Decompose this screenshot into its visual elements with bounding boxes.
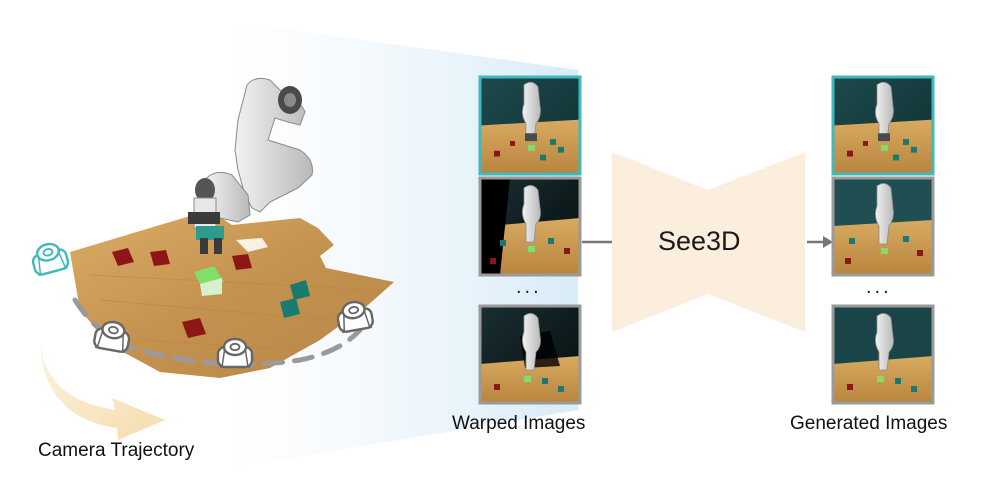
output-arrow-head bbox=[823, 236, 833, 248]
generated-images-label: Generated Images bbox=[790, 413, 948, 434]
generated-images-column bbox=[831, 75, 935, 405]
warped-image-2 bbox=[478, 176, 582, 277]
generated-image-3 bbox=[831, 304, 935, 405]
see3d-model-shape bbox=[612, 152, 805, 332]
warped-ellipsis: ... bbox=[516, 276, 542, 298]
warped-images-column bbox=[478, 75, 582, 405]
table-cubes bbox=[112, 248, 310, 338]
generated-image-2 bbox=[831, 176, 935, 277]
warped-images-label: Warped Images bbox=[452, 413, 586, 434]
warped-image-3 bbox=[478, 304, 582, 405]
warped-image-1 bbox=[478, 75, 582, 176]
see3d-model-label: See3D bbox=[658, 226, 741, 256]
robot-arm bbox=[188, 77, 313, 254]
generated-ellipsis: ... bbox=[866, 276, 892, 298]
trajectory-arrow bbox=[40, 345, 165, 440]
camera-icon bbox=[28, 238, 71, 278]
camera-trajectory-label: Camera Trajectory bbox=[38, 440, 195, 461]
generated-image-1 bbox=[831, 75, 935, 176]
